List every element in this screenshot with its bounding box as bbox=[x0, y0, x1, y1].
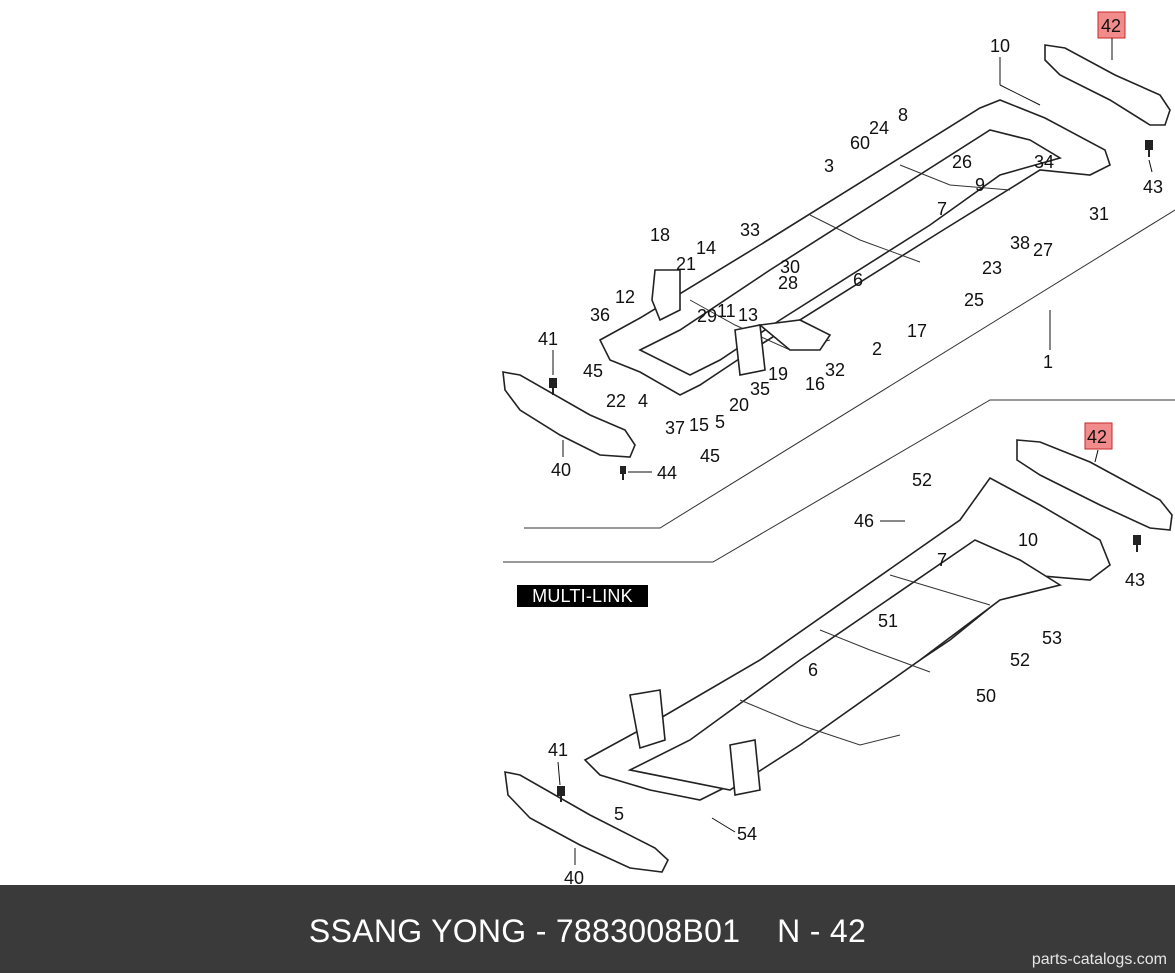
bolt-icon bbox=[620, 466, 626, 480]
variant-label-multi-link: MULTI-LINK bbox=[517, 585, 648, 607]
leader-lines bbox=[552, 38, 1153, 865]
callout-label: 27 bbox=[1033, 240, 1053, 260]
callout-label: 28 bbox=[778, 273, 798, 293]
callout-label: 42 bbox=[1101, 16, 1121, 36]
callout-label: 12 bbox=[615, 287, 635, 307]
callout-label: 5 bbox=[715, 412, 725, 432]
callout-label: 9 bbox=[975, 175, 985, 195]
lower-separator-line bbox=[503, 399, 1175, 563]
callout-label: 31 bbox=[1089, 204, 1109, 224]
upper-front-beam bbox=[502, 371, 636, 458]
bolt-icon bbox=[557, 786, 565, 802]
callout-label: 37 bbox=[665, 418, 685, 438]
callout-label: 33 bbox=[740, 220, 760, 240]
lower-chassis-frame bbox=[583, 476, 1111, 801]
callout-label: 34 bbox=[1034, 152, 1054, 172]
lower-rear-beam bbox=[1016, 439, 1173, 531]
callout-label: 20 bbox=[729, 395, 749, 415]
callout-label: 7 bbox=[937, 199, 947, 219]
callout-label: 16 bbox=[805, 374, 825, 394]
callout-label: 26 bbox=[952, 152, 972, 172]
callout-label: 11 bbox=[717, 301, 736, 321]
callout-label: 53 bbox=[1042, 628, 1062, 648]
callout-label: 4 bbox=[638, 391, 648, 411]
callout-label: 43 bbox=[1143, 177, 1163, 197]
callout-label: 25 bbox=[964, 290, 984, 310]
highlight-box bbox=[1097, 11, 1126, 39]
callout-label: 14 bbox=[696, 238, 716, 258]
callout-label: 7 bbox=[937, 550, 947, 570]
callout-label: 45 bbox=[700, 446, 720, 466]
callout-label: 41 bbox=[538, 329, 558, 349]
lower-front-beam bbox=[504, 770, 669, 873]
callout-label: 41 bbox=[548, 740, 568, 760]
callout-label: 10 bbox=[1018, 530, 1038, 550]
callout-label: 32 bbox=[825, 360, 845, 380]
callout-label: 22 bbox=[606, 391, 626, 411]
callout-label: 17 bbox=[907, 321, 927, 341]
bolt-icon bbox=[549, 378, 557, 395]
callout-label: 6 bbox=[853, 270, 863, 290]
callout-label: 5 bbox=[614, 804, 624, 824]
callout-label: 52 bbox=[912, 470, 932, 490]
footer-site-link[interactable]: parts-catalogs.com bbox=[1031, 951, 1167, 968]
bolt-icon bbox=[1133, 535, 1141, 552]
callout-label: 40 bbox=[551, 460, 571, 480]
callout-label: 43 bbox=[1125, 570, 1145, 590]
callout-label: 50 bbox=[976, 686, 996, 706]
callout-label: 24 bbox=[869, 118, 889, 138]
upper-callouts: 42 10 8 24 60 3 26 34 9 7 43 31 38 27 23… bbox=[538, 16, 1163, 483]
callout-label: 23 bbox=[982, 258, 1002, 278]
highlight-box bbox=[1084, 422, 1113, 450]
callout-label: 40 bbox=[564, 868, 584, 885]
callout-label: 10 bbox=[990, 36, 1010, 56]
callout-label: 6 bbox=[808, 660, 818, 680]
footer-title: SSANG YONG - 7883008B01 N - 42 bbox=[308, 913, 867, 949]
callout-label: 51 bbox=[878, 611, 898, 631]
upper-rear-beam bbox=[1044, 44, 1171, 126]
callout-label: 29 bbox=[697, 306, 717, 326]
callout-label: 44 bbox=[657, 463, 677, 483]
callout-label: 3 bbox=[824, 156, 834, 176]
callout-label: 36 bbox=[590, 305, 610, 325]
callout-label: 52 bbox=[1010, 650, 1030, 670]
callout-label: 15 bbox=[689, 415, 709, 435]
callout-label: 19 bbox=[768, 364, 788, 384]
lower-callouts: 42 52 46 10 7 43 51 53 52 6 50 41 5 54 4… bbox=[548, 427, 1145, 885]
callout-label: 60 bbox=[850, 133, 870, 153]
upper-chassis-frame bbox=[598, 99, 1111, 396]
footer-bar: SSANG YONG - 7883008B01 N - 42 parts-cat… bbox=[0, 885, 1175, 973]
callout-label: 46 bbox=[854, 511, 874, 531]
callout-label: 21 bbox=[676, 254, 696, 274]
parts-diagram: 42 10 8 24 60 3 26 34 9 7 43 31 38 27 23… bbox=[502, 11, 1175, 885]
bolt-icon bbox=[1145, 140, 1153, 157]
callout-label: 38 bbox=[1010, 233, 1030, 253]
callout-label: 30 bbox=[780, 257, 800, 277]
callout-label: 8 bbox=[898, 105, 908, 125]
callout-label: 13 bbox=[738, 305, 758, 325]
callout-label: 35 bbox=[750, 379, 770, 399]
callout-label: 54 bbox=[737, 824, 757, 844]
callout-label: 18 bbox=[650, 225, 670, 245]
callout-label: 45 bbox=[583, 361, 603, 381]
upper-separator-line bbox=[524, 209, 1175, 529]
callout-label: 42 bbox=[1087, 427, 1107, 447]
callout-label: 2 bbox=[872, 339, 882, 359]
callout-label: 1 bbox=[1043, 352, 1053, 372]
